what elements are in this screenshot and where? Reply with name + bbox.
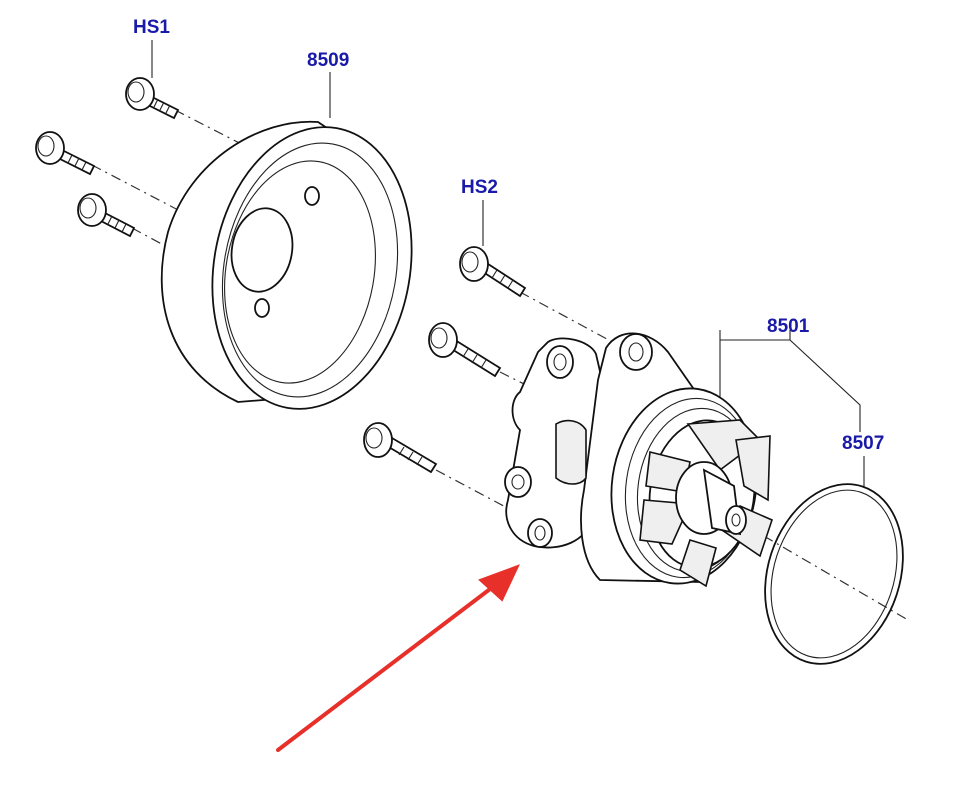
callout-8507-label: 8507 xyxy=(842,433,884,454)
water-pump-8501 xyxy=(504,332,773,588)
callout-8501-label: 8501 xyxy=(767,316,810,337)
o-ring-gasket-8507 xyxy=(764,483,904,665)
bolt-hs2-top xyxy=(459,246,527,298)
bolt-hs1-middle xyxy=(35,131,96,176)
pulley-8509 xyxy=(160,120,413,410)
bolt-hs2-lower xyxy=(363,422,438,474)
red-pointer-arrow-icon xyxy=(276,564,520,752)
leader-lines xyxy=(151,40,865,488)
bolt-hs1-lower xyxy=(77,193,136,238)
callout-hs1-label: HS1 xyxy=(133,17,170,38)
bolt-hs2-middle xyxy=(428,322,502,378)
bolt-hs1-top xyxy=(125,77,180,120)
callout-8509-label: 8509 xyxy=(307,50,349,71)
callout-hs2-label: HS2 xyxy=(461,177,498,198)
